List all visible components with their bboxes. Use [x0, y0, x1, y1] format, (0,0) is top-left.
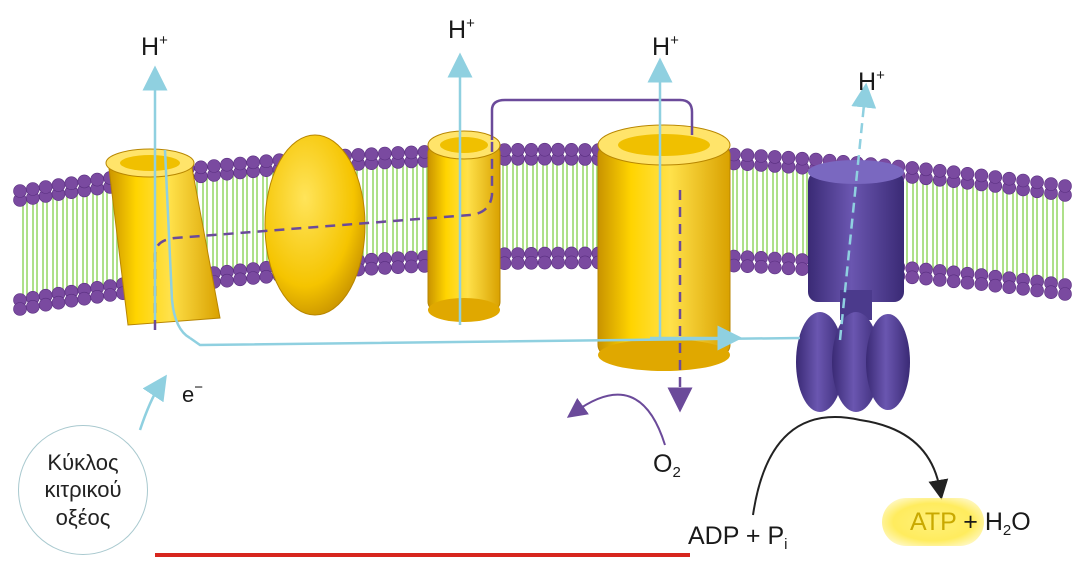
- atp-text: ATP: [910, 508, 956, 536]
- citric-acid-cycle: Κύκλος κιτρικού οξέος: [18, 425, 148, 555]
- oxygen-label: O2: [653, 452, 681, 480]
- adp-pi-label: ADP + Pi: [688, 524, 787, 552]
- proton-label-1: H+: [141, 33, 168, 60]
- oxygen-reduction-arrow: [575, 395, 665, 445]
- atp-water-label: ATP + H2O: [910, 510, 1031, 538]
- complex-iv-cylinder: [598, 125, 730, 371]
- proton-label-3: H+: [652, 33, 679, 60]
- citric-cycle-line-3: οξέος: [56, 504, 111, 532]
- atp-synthase: [796, 160, 910, 412]
- citric-cycle-line-1: Κύκλος: [47, 449, 118, 477]
- electron-label: e−: [182, 380, 203, 406]
- proton-label-4: H+: [858, 68, 885, 95]
- proton-label-2: H+: [448, 16, 475, 43]
- red-underline: [155, 553, 690, 557]
- citric-cycle-line-2: κιτρικού: [45, 476, 122, 504]
- complex-iii-cylinder: [428, 131, 500, 322]
